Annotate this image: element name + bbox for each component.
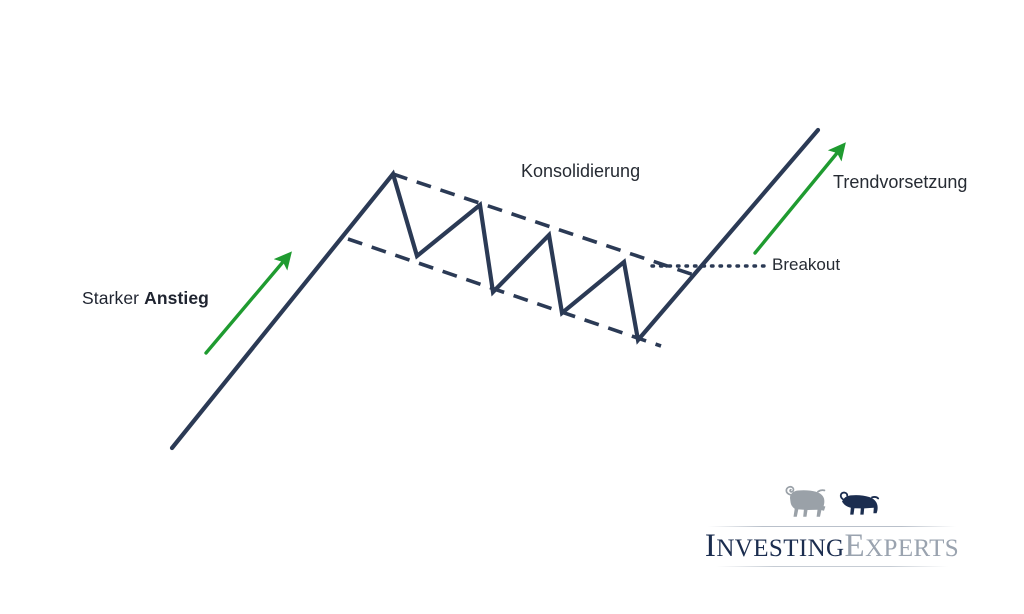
logo-divider [708,526,956,527]
lower-trendline [347,237,662,348]
investing-experts-logo: INVESTINGEXPERTS [686,478,978,570]
logo-word-experts: EXPERTS [844,528,960,564]
upper-trendline [392,172,701,279]
impulse-label-prefix: Starker [82,288,145,308]
impulse-label: Starker Anstieg [82,288,209,308]
bear-icon [839,491,880,515]
continuation-arrow-icon [753,142,846,255]
price-line [169,127,821,451]
consolidation-label: Konsolidierung [521,161,641,181]
continuation-label: Trendvorsetzung [833,172,968,192]
logo-word-investing: INVESTING [704,528,845,564]
bull-and-bear-icon [785,485,880,517]
logo-underline [716,566,948,567]
bull-icon [785,485,826,517]
impulse-arrow-icon [204,251,292,355]
breakout-label: Breakout [772,255,841,274]
impulse-label-emphasis: Anstieg [144,288,209,308]
logo-wordmark: INVESTINGEXPERTS [686,530,978,563]
